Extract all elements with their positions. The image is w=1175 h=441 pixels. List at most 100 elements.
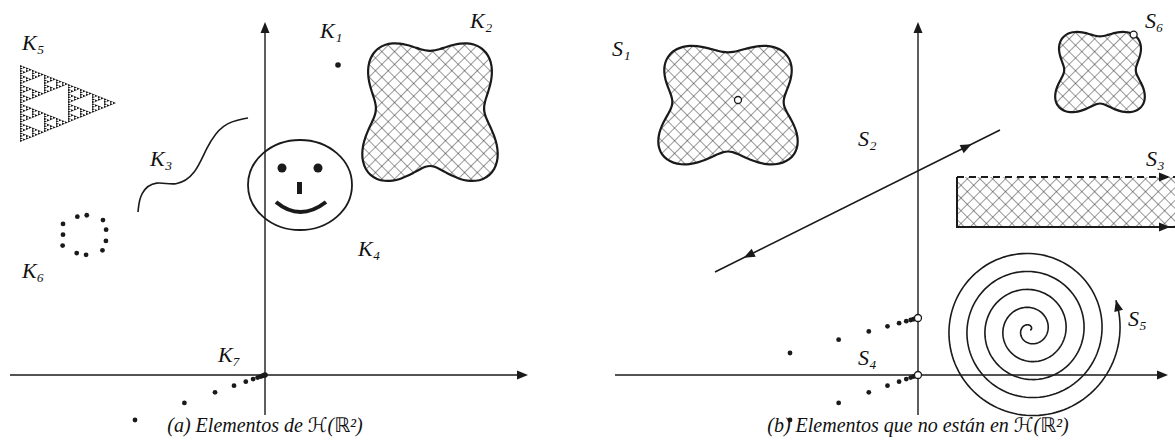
sierpinski-piece (68, 108, 71, 110)
sierpinski-piece (71, 100, 74, 102)
sierpinski-piece (101, 107, 104, 109)
sierpinski-piece (68, 86, 71, 88)
sierpinski-piece (74, 108, 77, 110)
sierpinski-piece (26, 96, 29, 98)
sierpinski-piece (23, 110, 26, 112)
sierpinski-piece (20, 65, 23, 67)
point (182, 401, 187, 406)
sierpinski-piece (20, 120, 23, 122)
sierpinski-piece (20, 96, 23, 98)
missing-point (1130, 31, 1137, 38)
set-label: S₃ (1146, 146, 1165, 172)
sierpinski-piece (50, 125, 53, 127)
sierpinski-piece (107, 104, 110, 106)
point (133, 418, 138, 423)
sierpinski-piece (92, 94, 95, 96)
point (61, 232, 66, 237)
sierpinski-piece (26, 79, 29, 81)
sierpinski-piece (83, 95, 86, 97)
sierpinski-triangle (20, 65, 116, 142)
sierpinski-piece (32, 72, 35, 74)
sierpinski-piece (20, 106, 23, 108)
axis-arrow (914, 22, 923, 33)
sierpinski-piece (23, 129, 26, 131)
sierpinski-piece (32, 89, 35, 91)
sierpinski-piece (50, 127, 53, 129)
sierpinski-piece (23, 81, 26, 83)
sierpinski-piece (23, 124, 26, 126)
sierpinski-piece (44, 120, 47, 122)
sierpinski-piece (59, 119, 62, 121)
sierpinski-piece (50, 89, 53, 91)
sierpinski-piece (95, 109, 98, 111)
sierpinski-piece (74, 118, 77, 120)
band-open-edge (957, 176, 1175, 178)
point (904, 319, 909, 324)
sierpinski-piece (26, 67, 29, 69)
set-label: S₂ (858, 126, 877, 152)
sierpinski-piece (32, 135, 35, 137)
sierpinski-piece (32, 75, 35, 77)
sierpinski-piece (98, 98, 101, 100)
sierpinski-piece (92, 98, 95, 100)
sierpinski-piece (35, 134, 38, 136)
sierpinski-piece (20, 130, 23, 132)
sierpinski-piece (104, 98, 107, 100)
sierpinski-piece (80, 115, 83, 117)
sierpinski-piece (56, 123, 59, 125)
sierpinski-piece (56, 118, 59, 120)
face-eye (314, 164, 323, 173)
sierpinski-piece (50, 79, 53, 81)
sierpinski-piece (71, 114, 74, 116)
sierpinski-piece (20, 84, 23, 86)
unbounded-band (957, 177, 1175, 227)
axis-arrow (1157, 371, 1168, 380)
axis-arrow (261, 22, 270, 33)
sierpinski-piece (32, 70, 35, 72)
sierpinski-piece (20, 123, 23, 125)
sierpinski-piece (23, 138, 26, 140)
sierpinski-piece (26, 125, 29, 127)
sierpinski-piece (23, 100, 26, 102)
sierpinski-piece (32, 130, 35, 132)
sierpinski-piece (35, 90, 38, 92)
sierpinski-piece (50, 115, 53, 117)
point (788, 351, 793, 356)
point (104, 227, 109, 232)
sierpinski-piece (20, 108, 23, 110)
y-axis (917, 24, 918, 415)
sierpinski-piece (95, 104, 98, 106)
sierpinski-piece (20, 99, 23, 101)
sierpinski-piece (38, 132, 41, 134)
sierpinski-piece (59, 80, 62, 82)
set-label: K₂ (470, 8, 492, 34)
sierpinski-piece (80, 96, 83, 98)
sierpinski-piece (20, 128, 23, 130)
set-label: K₅ (22, 30, 44, 56)
sierpinski-piece (98, 96, 101, 98)
sierpinski-piece (80, 113, 83, 115)
missing-point (735, 97, 742, 104)
sierpinski-piece (92, 96, 95, 98)
sierpinski-piece (68, 103, 71, 105)
point (866, 329, 871, 334)
region-missing-boundary-point (1055, 32, 1145, 112)
sierpinski-piece (20, 125, 23, 127)
sierpinski-piece (68, 91, 71, 93)
sierpinski-piece (77, 116, 80, 118)
sierpinski-piece (50, 77, 53, 79)
point (61, 222, 66, 227)
sierpinski-piece (44, 125, 47, 127)
sierpinski-piece (107, 99, 110, 101)
sierpinski-piece (44, 115, 47, 117)
sierpinski-piece (29, 117, 32, 119)
sierpinski-piece (56, 86, 59, 88)
sierpinski-piece (20, 111, 23, 113)
sierpinski-piece (68, 106, 71, 108)
sierpinski-piece (20, 77, 23, 79)
sierpinski-piece (110, 103, 113, 105)
band-arrow (1159, 223, 1170, 232)
point (232, 383, 237, 388)
point (836, 337, 841, 342)
